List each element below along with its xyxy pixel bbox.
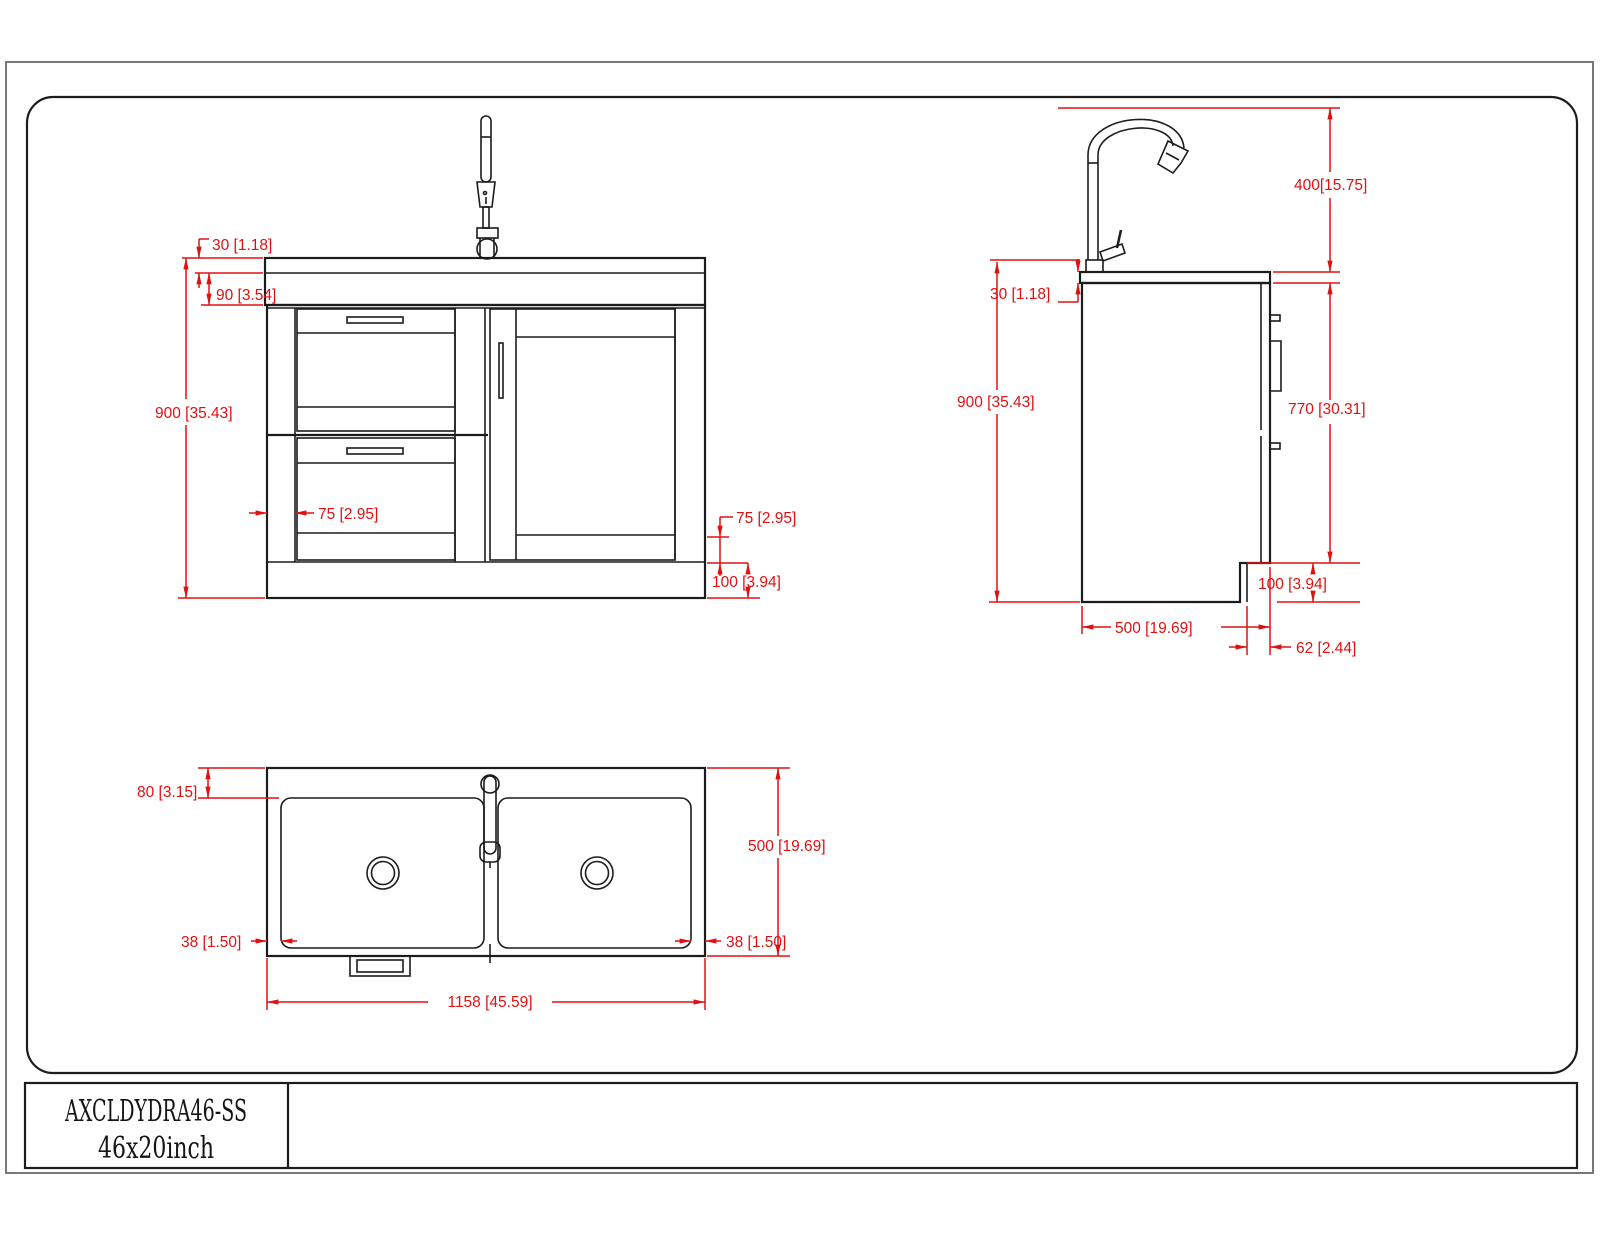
dim-top-left-margin: 38 [1.50] — [181, 934, 241, 951]
dim-front-bottom-rail: 75 [2.95] — [736, 510, 796, 527]
front-cabinet-body — [265, 303, 707, 600]
title-block: AXCLDYDRA46-SS 46x20inch — [23, 1081, 1579, 1170]
left-drain — [366, 856, 400, 890]
drawer-handle — [346, 316, 404, 324]
dim-side-total-height: 900 [35.43] — [957, 394, 1035, 411]
top-sink-bowls — [280, 797, 692, 949]
dim-side-body-height: 770 [30.31] — [1288, 401, 1366, 418]
side-view — [1078, 118, 1282, 604]
front-door — [489, 308, 676, 561]
right-drain — [580, 856, 614, 890]
dim-top-back-ledge: 80 [3.15] — [137, 784, 197, 801]
side-faucet — [1085, 118, 1190, 273]
top-view-dimensions: 80 [3.15] 500 [19.69] 38 [1.50] 38 [1.50… — [137, 767, 826, 1011]
size-label: 46x20inch — [98, 1131, 214, 1166]
front-drawer-bottom — [296, 437, 456, 561]
front-drawer-top — [296, 308, 456, 432]
dim-top-depth: 500 [19.69] — [748, 838, 826, 855]
dim-front-toe-kick: 100 [3.94] — [712, 574, 781, 591]
dim-front-total-height: 900 [35.43] — [155, 405, 233, 422]
front-faucet — [476, 115, 499, 260]
dim-front-stile-width: 75 [2.95] — [318, 506, 378, 523]
top-faucet — [479, 774, 501, 868]
top-counter-outline — [265, 766, 707, 958]
front-view-dimensions: 30 [1.18] 90 [3.54] 900 [35.43] 75 [2.95… — [155, 237, 796, 599]
front-countertop — [263, 256, 707, 307]
dim-side-toe-recess: 62 [2.44] — [1296, 640, 1356, 657]
top-view — [265, 766, 707, 977]
drawer-handle — [346, 447, 404, 455]
side-view-dimensions: 400[15.75] 30 [1.18] 900 [35.43] 770 [30… — [957, 107, 1367, 657]
dim-side-depth: 500 [19.69] — [1115, 620, 1193, 637]
side-handles — [1269, 314, 1282, 450]
model-number: AXCLDYDRA46-SS — [64, 1094, 247, 1129]
dim-front-counter-lip: 30 [1.18] — [212, 237, 272, 254]
side-cabinet-body — [1080, 281, 1272, 604]
dim-side-counter-thickness: 30 [1.18] — [990, 286, 1050, 303]
dim-side-toe-kick: 100 [3.94] — [1258, 576, 1327, 593]
front-view — [263, 115, 707, 600]
side-countertop — [1078, 270, 1272, 285]
dim-top-overall-width: 1158 [45.59] — [447, 994, 532, 1011]
sheet-frame — [5, 61, 1594, 1174]
dim-top-right-margin: 38 [1.50] — [726, 934, 786, 951]
dim-side-faucet-height: 400[15.75] — [1294, 177, 1367, 194]
dim-front-apron-height: 90 [3.54] — [216, 287, 276, 304]
door-handle — [498, 342, 504, 399]
top-drain-fitting — [349, 955, 411, 977]
